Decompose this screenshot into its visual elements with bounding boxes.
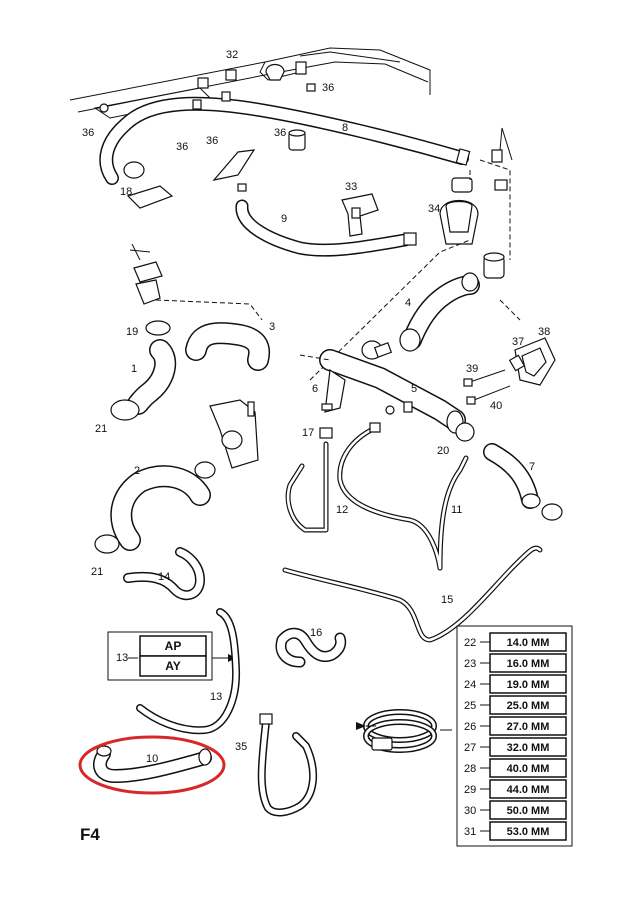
callout-7: 7 xyxy=(529,461,535,473)
hose-10-highlight-ring xyxy=(78,735,226,795)
thermostat-housing xyxy=(463,337,556,405)
callout-2: 2 xyxy=(134,465,140,477)
pipe-12 xyxy=(285,427,333,533)
clamp-ref: 22 xyxy=(464,637,476,649)
callout-18: 18 xyxy=(120,186,132,198)
callout-labels: 32 36 8 36 36 36 36 18 33 34 9 3 4 19 38… xyxy=(82,49,550,765)
clamp-size: 25.0 MM xyxy=(507,700,550,712)
clamp-ref: 31 xyxy=(464,826,476,838)
hose-clamp-icon xyxy=(356,709,452,753)
clamp-size-box xyxy=(489,758,567,778)
page-id: F4 xyxy=(80,825,100,844)
callout-34: 34 xyxy=(428,203,440,215)
hose-9 xyxy=(235,199,417,257)
pipe-15 xyxy=(282,545,543,643)
hose-10 xyxy=(93,745,212,783)
callout-21-b: 21 xyxy=(91,566,103,578)
callout-39: 39 xyxy=(466,363,478,375)
callout-19: 19 xyxy=(126,326,138,338)
clamp-size: 32.0 MM xyxy=(507,742,550,754)
callout-20: 20 xyxy=(437,445,449,457)
hose-8 xyxy=(99,96,471,185)
callout-17: 17 xyxy=(302,427,314,439)
callout-12: 12 xyxy=(336,504,348,516)
callout-13: 13 xyxy=(210,691,222,703)
callout-6: 6 xyxy=(312,383,318,395)
clamp-size: 44.0 MM xyxy=(507,784,550,796)
clamp-ref: 30 xyxy=(464,805,476,817)
variant-ap: AP xyxy=(165,639,182,653)
clamp-size-legend: 22 14.0 MM 23 16.0 MM 24 19.0 MM 25 25.0 MM 26 27… xyxy=(456,625,573,847)
callout-10: 10 xyxy=(146,753,158,765)
clamp-size-box xyxy=(489,737,567,757)
clamp-ref: 23 xyxy=(464,658,476,670)
guide-lines-top xyxy=(309,159,521,381)
clamp-size-box xyxy=(489,779,567,799)
callout-32: 32 xyxy=(226,49,238,61)
clamp-34 xyxy=(439,127,513,245)
callout-9: 9 xyxy=(281,213,287,225)
hose-7 xyxy=(455,422,563,521)
clamp-ref: 29 xyxy=(464,784,476,796)
variant-box: AP AY 13 xyxy=(107,631,236,681)
callout-36-b: 36 xyxy=(82,127,94,139)
callout-36-a: 36 xyxy=(322,82,334,94)
variant-ref: 13 xyxy=(116,652,128,664)
clamp-ref: 27 xyxy=(464,742,476,754)
callout-4: 4 xyxy=(405,297,411,309)
callout-38: 38 xyxy=(538,326,550,338)
clamp-size: 27.0 MM xyxy=(507,721,550,733)
clamp-size-box xyxy=(489,653,567,673)
clamp-size-box xyxy=(489,821,567,841)
callout-8: 8 xyxy=(342,122,348,134)
clamp-size: 14.0 MM xyxy=(507,637,550,649)
callout-33: 33 xyxy=(345,181,357,193)
callout-16: 16 xyxy=(310,627,322,639)
callout-35: 35 xyxy=(235,741,247,753)
hose-16 xyxy=(275,627,347,668)
callout-37: 37 xyxy=(512,336,524,348)
pipe-assembly-5 xyxy=(299,340,466,434)
clamp-size-box xyxy=(489,674,567,694)
clamp-size: 50.0 MM xyxy=(507,805,550,817)
clamp-ref: 25 xyxy=(464,700,476,712)
clamp-size: 19.0 MM xyxy=(507,679,550,691)
hose-14 xyxy=(123,547,205,601)
callout-5: 5 xyxy=(411,383,417,395)
callout-40: 40 xyxy=(490,400,502,412)
bracket-33 xyxy=(341,193,379,237)
clamp-ref: 28 xyxy=(464,763,476,775)
pipe-11 xyxy=(337,422,469,571)
callout-1: 1 xyxy=(131,363,137,375)
clamp-size: 53.0 MM xyxy=(507,826,550,838)
callout-36-c: 36 xyxy=(176,141,188,153)
callout-36-d: 36 xyxy=(206,135,218,147)
variant-ay: AY xyxy=(165,659,181,673)
callout-21-a: 21 xyxy=(95,423,107,435)
hose-13 xyxy=(136,608,241,735)
left-cluster xyxy=(94,243,270,554)
clamp-size-box xyxy=(489,695,567,715)
clamp-size-box xyxy=(489,632,567,652)
callout-15: 15 xyxy=(441,594,453,606)
callout-36-e: 36 xyxy=(274,127,286,139)
callout-14: 14 xyxy=(158,571,170,583)
clamp-ref: 24 xyxy=(464,679,476,691)
clamp-ref: 26 xyxy=(464,721,476,733)
top-left-fittings xyxy=(99,61,316,209)
hose-4 xyxy=(399,252,505,352)
clamp-size: 16.0 MM xyxy=(507,658,550,670)
clamp-size-box xyxy=(489,716,567,736)
clamp-size-box xyxy=(489,800,567,820)
callout-3: 3 xyxy=(269,321,275,333)
callout-11: 11 xyxy=(451,504,462,516)
strap-35 xyxy=(257,713,318,817)
clamp-size: 40.0 MM xyxy=(507,763,550,775)
